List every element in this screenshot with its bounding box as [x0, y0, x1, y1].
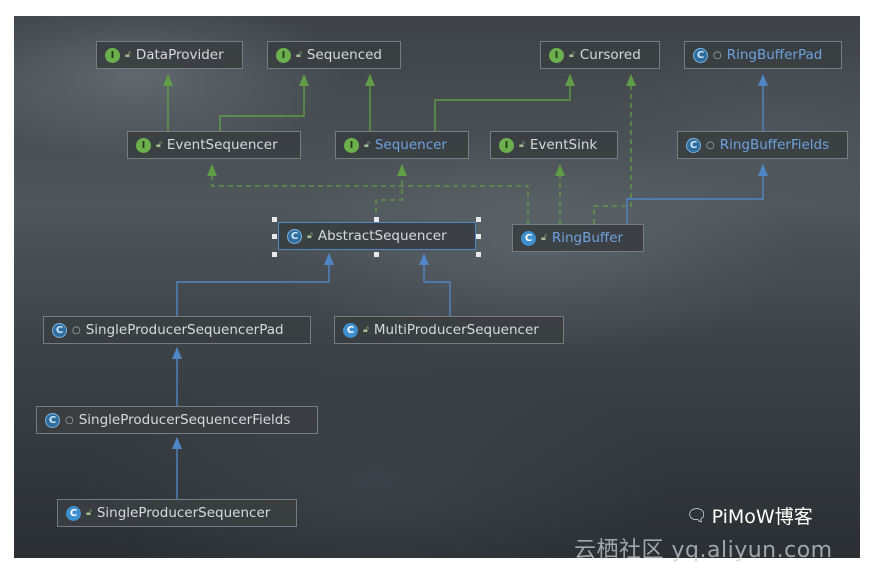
node-label: DataProvider — [135, 47, 224, 63]
edge-eventsequencer-sequenced — [219, 74, 309, 131]
node-ring-buffer-pad[interactable]: C ○ RingBufferPad — [684, 41, 842, 69]
node-label: AbstractSequencer — [317, 228, 447, 244]
interface-icon: I — [105, 47, 120, 63]
selection-handle[interactable] — [374, 252, 379, 257]
abstract-class-icon: C — [52, 322, 67, 338]
site-watermark-url: yq.aliyun.com — [671, 538, 833, 563]
node-label: SingleProducerSequencerFields — [78, 412, 291, 428]
public-visibility-icon: 🔓︎ — [541, 233, 547, 243]
site-watermark: 云栖社区 yq.aliyun.com — [574, 532, 833, 564]
public-visibility-icon: 🔓︎ — [156, 140, 162, 150]
wechat-icon: 🗨︎ — [686, 505, 708, 526]
edge-ringbuffer-ringbufferfields — [626, 164, 768, 224]
diagram-edges — [163, 74, 768, 499]
node-label: Sequenced — [306, 47, 383, 63]
edge-mpsequencer-abstractsequencer — [419, 253, 451, 316]
abstract-class-icon: C — [45, 412, 60, 428]
public-visibility-icon: 🔓︎ — [307, 231, 313, 241]
node-label: SingleProducerSequencer — [96, 505, 271, 521]
site-watermark-cn: 云栖社区 — [574, 538, 665, 563]
class-icon: C — [521, 230, 536, 246]
abstract-class-icon: C — [287, 228, 302, 244]
node-label: RingBufferFields — [719, 137, 830, 153]
node-single-producer-sequencer-fields[interactable]: C ○ SingleProducerSequencerFields — [36, 406, 318, 434]
selection-handle[interactable] — [272, 252, 277, 257]
edge-ringbuffer-eventsequencer — [207, 164, 529, 224]
node-cursored[interactable]: I 🔓︎ Cursored — [540, 41, 660, 69]
node-sequencer[interactable]: I 🔓︎ Sequencer — [335, 131, 469, 159]
class-icon: C — [343, 322, 358, 338]
package-visibility-icon: ○ — [65, 414, 74, 426]
public-visibility-icon: 🔓︎ — [364, 140, 370, 150]
node-abstract-sequencer[interactable]: C 🔓︎ AbstractSequencer — [278, 222, 476, 250]
selection-handle[interactable] — [476, 217, 481, 222]
selection-handle[interactable] — [272, 217, 277, 222]
edge-spsequencerpad-abstractsequencer — [176, 253, 334, 316]
interface-icon: I — [136, 137, 151, 153]
node-label: RingBufferPad — [726, 47, 823, 63]
author-watermark: 🗨︎ PiMoW博客 — [686, 502, 813, 529]
public-visibility-icon: 🔓︎ — [125, 50, 131, 60]
node-label: EventSink — [529, 137, 598, 153]
node-event-sink[interactable]: I 🔓︎ EventSink — [490, 131, 618, 159]
public-visibility-icon: 🔓︎ — [296, 50, 302, 60]
node-label: Sequencer — [374, 137, 447, 153]
interface-icon: I — [276, 47, 291, 63]
class-icon: C — [66, 505, 81, 521]
diagram-canvas: I 🔓︎ DataProvider I 🔓︎ Sequenced I 🔓︎ Cu… — [14, 16, 860, 558]
interface-icon: I — [344, 137, 359, 153]
package-visibility-icon: ○ — [72, 324, 81, 336]
selection-handle[interactable] — [374, 217, 379, 222]
abstract-class-icon: C — [686, 137, 701, 153]
node-label: Cursored — [579, 47, 641, 63]
interface-icon: I — [499, 137, 514, 153]
selection-handle[interactable] — [476, 234, 481, 239]
public-visibility-icon: 🔓︎ — [86, 508, 92, 518]
node-label: MultiProducerSequencer — [373, 322, 539, 338]
node-ring-buffer[interactable]: C 🔓︎ RingBuffer — [512, 224, 644, 252]
node-event-sequencer[interactable]: I 🔓︎ EventSequencer — [127, 131, 301, 159]
node-label: RingBuffer — [551, 230, 624, 246]
interface-icon: I — [549, 47, 564, 63]
selection-handle[interactable] — [272, 234, 277, 239]
public-visibility-icon: 🔓︎ — [569, 50, 575, 60]
public-visibility-icon: 🔓︎ — [363, 325, 369, 335]
node-single-producer-sequencer-pad[interactable]: C ○ SingleProducerSequencerPad — [43, 316, 311, 344]
node-data-provider[interactable]: I 🔓︎ DataProvider — [96, 41, 243, 69]
node-ring-buffer-fields[interactable]: C ○ RingBufferFields — [677, 131, 848, 159]
package-visibility-icon: ○ — [713, 49, 722, 61]
node-label: EventSequencer — [166, 137, 278, 153]
package-visibility-icon: ○ — [706, 139, 715, 151]
node-single-producer-sequencer[interactable]: C 🔓︎ SingleProducerSequencer — [57, 499, 297, 527]
selection-handle[interactable] — [476, 252, 481, 257]
edge-ringbuffer-cursored — [593, 74, 636, 224]
edge-abstractsequencer-sequencer — [375, 164, 407, 222]
node-multi-producer-sequencer[interactable]: C 🔓︎ MultiProducerSequencer — [334, 316, 564, 344]
node-sequenced[interactable]: I 🔓︎ Sequenced — [267, 41, 401, 69]
abstract-class-icon: C — [693, 47, 708, 63]
node-label: SingleProducerSequencerPad — [85, 322, 284, 338]
author-watermark-text: PiMoW博客 — [711, 506, 813, 528]
public-visibility-icon: 🔓︎ — [519, 140, 525, 150]
edge-sequencer-cursored — [434, 74, 575, 131]
